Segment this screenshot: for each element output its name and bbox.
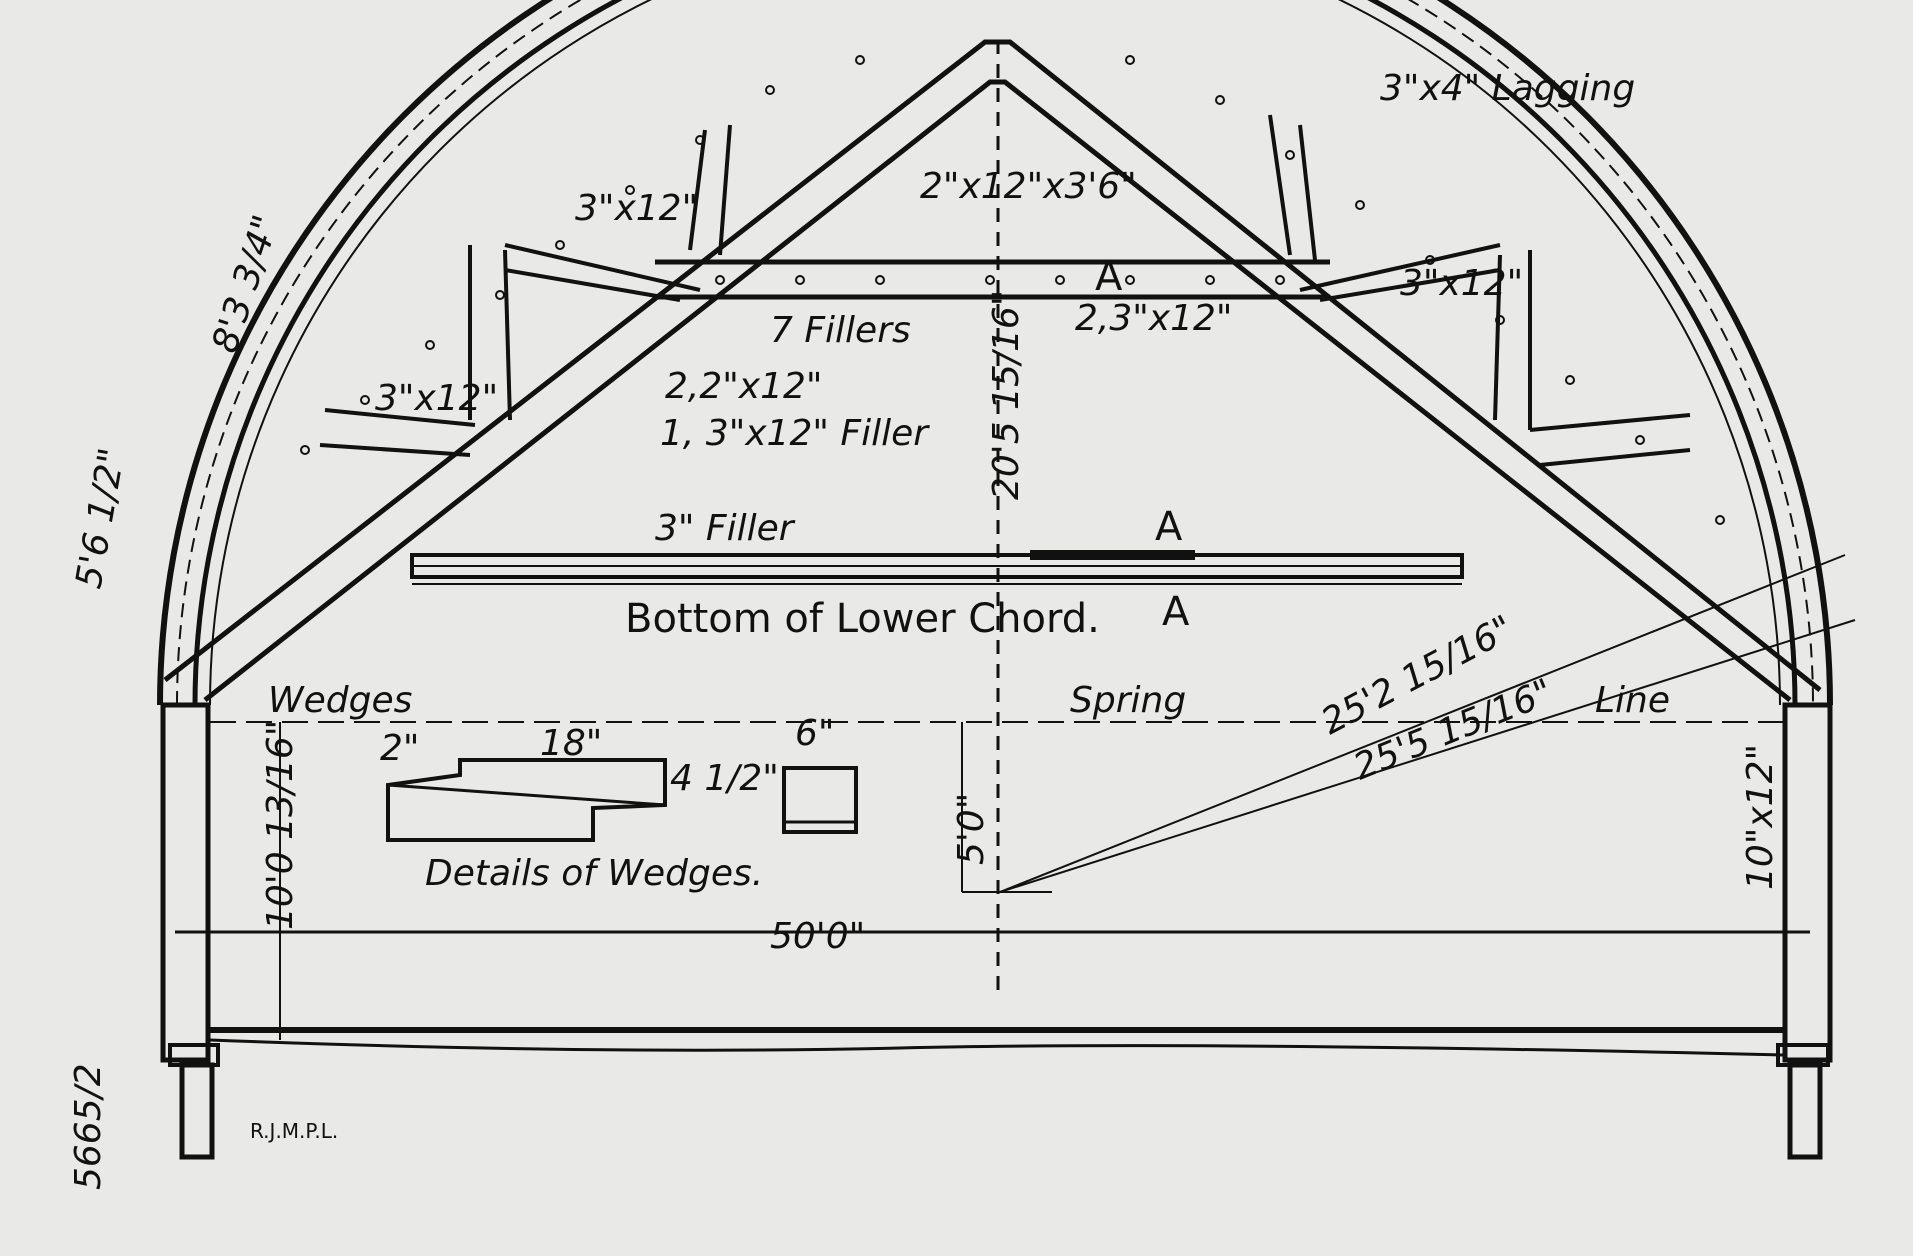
label-catalog: 5665/2 bbox=[68, 1063, 109, 1190]
label-mark-a-bottom: A bbox=[1162, 589, 1190, 635]
label-arc-5: 5'6 1/2" bbox=[68, 445, 133, 592]
label-rafter-line2: 1, 3"x12" Filler bbox=[660, 413, 930, 454]
wedge-detail bbox=[386, 758, 858, 842]
label-bottom-chord-caption: Bottom of Lower Chord. bbox=[625, 596, 1100, 642]
label-crown-block: 2"x12"x3'6" bbox=[920, 166, 1137, 207]
label-mark-a-top: A bbox=[1155, 504, 1183, 550]
label-wedges: Wedges bbox=[268, 680, 412, 721]
label-post-height: 10'0 13/16" bbox=[260, 720, 301, 930]
post-right bbox=[1776, 702, 1833, 1160]
label-lagging: 3"x4" Lagging bbox=[1380, 68, 1635, 109]
label-rise: 20'5 15/16" bbox=[986, 290, 1027, 500]
label-strut-lower-left: 3"x12" bbox=[375, 378, 498, 419]
label-strut-upper-left: 3"x12" bbox=[575, 188, 698, 229]
label-chord-mark: A bbox=[1095, 254, 1123, 300]
label-dim-18: 18" bbox=[540, 723, 602, 764]
post-left bbox=[160, 702, 220, 1160]
label-details-caption: Details of Wedges. bbox=[425, 853, 763, 894]
label-chord-member: 2,3"x12" bbox=[1075, 298, 1232, 339]
label-dim-2: 2" bbox=[380, 728, 419, 769]
dimension-lines bbox=[175, 40, 1856, 1040]
label-spring: Spring bbox=[1070, 680, 1186, 721]
label-signature: R.J.M.P.L. bbox=[250, 1119, 338, 1143]
truss-struts bbox=[319, 114, 1691, 467]
label-filler-3: 3" Filler bbox=[655, 508, 796, 549]
label-fillers: 7 Fillers bbox=[770, 310, 911, 351]
label-dim-6: 6" bbox=[795, 713, 834, 754]
label-span: 50'0" bbox=[770, 916, 865, 957]
label-strut-upper-right: 3"x12" bbox=[1400, 263, 1523, 304]
label-rafter-line1: 2,2"x12" bbox=[665, 366, 822, 407]
lower-chord bbox=[655, 259, 1330, 300]
arch-rib bbox=[157, 0, 1833, 706]
label-post-size: 10"x12" bbox=[1740, 744, 1781, 890]
label-dim-4half: 4 1/2" bbox=[670, 758, 779, 799]
label-line: Line bbox=[1595, 680, 1670, 721]
lower-chord-detail bbox=[410, 550, 1464, 585]
label-dim-5: 5'0" bbox=[951, 793, 992, 865]
bolt-markings bbox=[300, 55, 1725, 525]
ground bbox=[209, 1027, 1786, 1057]
